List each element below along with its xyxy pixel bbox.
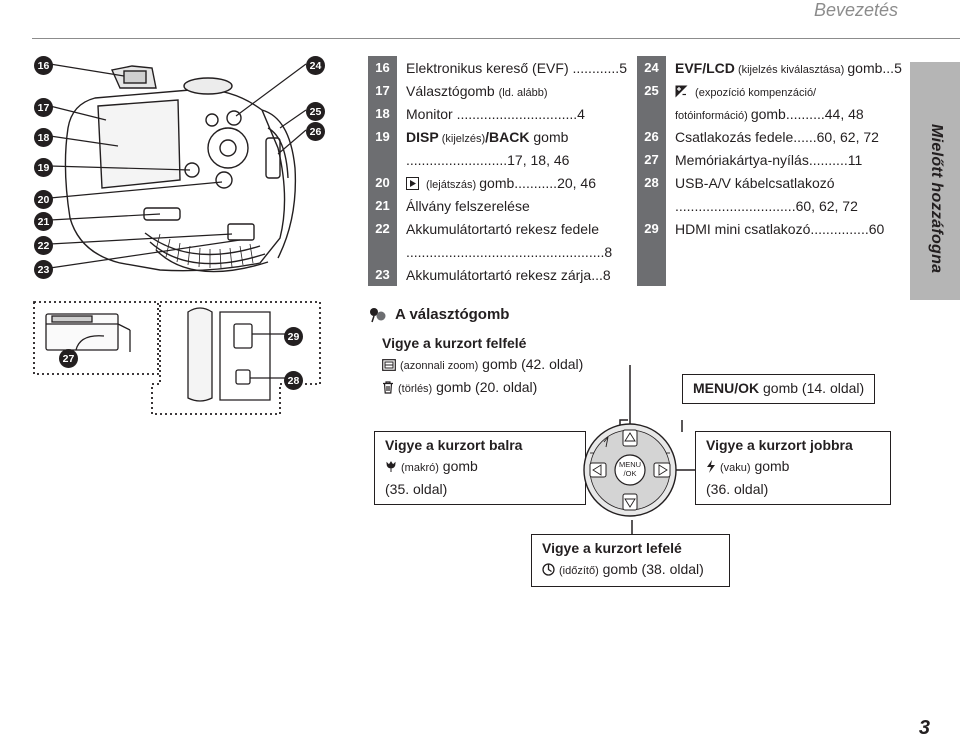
camera-back-illustration [49,63,307,273]
callout-25: 25 [306,102,325,121]
macro-flower-icon [386,461,396,472]
svg-text:/OK: /OK [624,469,637,478]
play-icon [406,176,419,190]
cursor-right-box: Vigye a kurzort jobbra (vaku) gomb (36. … [695,431,891,505]
self-timer-icon [542,563,555,576]
list-filler [637,263,905,286]
menu-ok-box: MENU/OK gomb (14. oldal) [682,374,876,404]
cursor-down-box: Vigye a kurzort lefelé (időzítő) gomb (3… [531,534,730,587]
callout-20: 20 [34,190,53,209]
header-title: Bevezetés [813,0,898,20]
list-item: 21 Állvány felszerelése [368,194,630,217]
list-item: 29 HDMI mini csatlakozó...............60 [637,217,905,240]
callout-26: 26 [306,122,325,141]
flash-icon [707,460,715,473]
list-item: 19 DISP (kijelzés)/BACK gomb [368,125,630,148]
callout-27: 27 [59,349,78,368]
header-rule [32,38,960,39]
callout-18: 18 [34,128,53,147]
callout-23: 23 [34,260,53,279]
connector-detail-illustration [33,301,321,415]
callout-22: 22 [34,236,53,255]
list-item: 23 Akkumulátortartó rekesz zárja...8 [368,263,630,286]
list-item: 18 Monitor .............................… [368,102,630,125]
side-tab [910,62,960,300]
list-item: 16 Elektronikus kereső (EVF) ...........… [368,56,630,79]
callout-16: 16 [34,56,53,75]
callout-19: 19 [34,158,53,177]
svg-text:MENU: MENU [619,460,641,469]
list-filler [637,240,905,263]
callout-17: 17 [34,98,53,117]
callout-29: 29 [284,327,303,346]
section-title: A választógomb [368,306,509,323]
callout-24: 24 [306,56,325,75]
list-item: 27 Memóriakártya-nyílás..........11 [637,148,905,171]
list-item: ...............................60, 62, 7… [637,194,905,217]
exposure-compensation-icon [675,85,688,97]
list-item: ........................................… [368,240,630,263]
instant-zoom-icon [382,359,396,371]
side-tab-text: Mielőtt hozzáfogna [928,124,945,274]
list-item: 25 (expozíció kompenzáció/ [637,79,905,102]
page-number: 3 [918,717,930,739]
list-item: ..........................17, 18, 46 [368,148,630,171]
list-item: 28 USB-A/V kábelcsatlakozó [637,171,905,194]
list-item: 20 (lejátszás) gomb...........20, 46 [368,171,630,194]
list-item: 17 Választógomb (ld. alább) [368,79,630,102]
trash-icon [383,381,393,394]
selector-dial: MENU /OK [583,423,677,517]
cursor-up-block: Vigye a kurzort felfelé (azonnali zoom) … [382,335,584,395]
list-item: fotóinformáció) gomb..........44, 48 [637,102,905,125]
callout-21: 21 [34,212,53,231]
cursor-left-box: Vigye a kurzort balra (makró) gomb (35. … [374,431,586,505]
pushpin-icon [370,307,386,322]
list-item: 26 Csatlakozás fedele......60, 62, 72 [637,125,905,148]
item-list-right: 24 EVF/LCD (kijelzés kiválasztása) gomb.… [637,56,905,286]
list-item: 22 Akkumulátortartó rekesz fedele [368,217,630,240]
callout-28: 28 [284,371,303,390]
list-item: 24 EVF/LCD (kijelzés kiválasztása) gomb.… [637,56,905,79]
item-list-left: 16 Elektronikus kereső (EVF) ...........… [368,56,630,286]
